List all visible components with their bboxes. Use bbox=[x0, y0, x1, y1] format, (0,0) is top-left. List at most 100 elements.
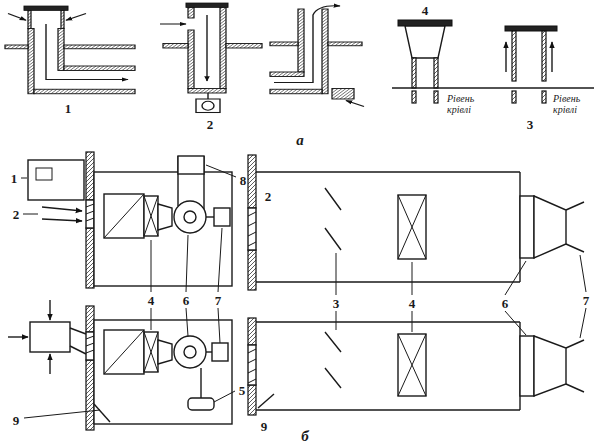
supply-chamber-section-bottom-part bbox=[398, 334, 426, 396]
shaft-figure-1-part bbox=[61, 11, 64, 29]
supply-chamber-plan-bottom-part bbox=[94, 404, 110, 422]
supply-chamber-section-top-part bbox=[325, 188, 341, 250]
supply-chamber-plan-bottom-part bbox=[94, 320, 232, 424]
supply-chamber-plan-bottom-part bbox=[86, 336, 94, 353]
supply-chamber-plan-top bbox=[21, 152, 236, 292]
supply-chamber-plan-top-part bbox=[23, 214, 38, 215]
supply-chamber-plan-top-part bbox=[151, 228, 222, 292]
supply-chamber-plan-top-part bbox=[214, 208, 230, 226]
shaft-figure-3-part bbox=[322, 9, 328, 94]
supply-chamber-section-bottom-part bbox=[534, 336, 566, 396]
shaft-figure-2-part bbox=[207, 93, 208, 99]
callout-number: 9 bbox=[261, 420, 268, 433]
figure-number: 2 bbox=[207, 118, 214, 131]
supply-chamber-plan-bottom-part bbox=[151, 308, 220, 343]
callout-number: 6 bbox=[183, 294, 190, 307]
supply-chamber-section-top-part bbox=[534, 196, 566, 258]
shaft-figure-3-part bbox=[328, 42, 362, 46]
callout-number: 3 bbox=[333, 297, 340, 310]
shaft-figure-1-part bbox=[66, 14, 86, 21]
supply-chamber-plan-top-part bbox=[144, 196, 158, 236]
rooftop-head-deflector-part bbox=[398, 20, 452, 26]
supply-chamber-section-top-part bbox=[256, 172, 520, 282]
supply-chamber-section-bottom-part bbox=[248, 385, 256, 415]
callout-number: 2 bbox=[13, 208, 20, 221]
shaft-figure-1-part bbox=[34, 89, 135, 94]
supply-chamber-section-bottom-part bbox=[336, 308, 586, 338]
supply-chamber-plan-bottom-part bbox=[200, 368, 201, 398]
supply-chamber-section-top-part bbox=[566, 202, 584, 252]
supply-chamber-section-bottom-part bbox=[566, 340, 584, 392]
supply-chamber-plan-top-part bbox=[178, 156, 204, 174]
rooftop-head-open-part bbox=[542, 91, 546, 103]
callout-number: 1 bbox=[11, 172, 18, 185]
shaft-figure-3-part bbox=[332, 89, 354, 100]
shaft-figure-2-part bbox=[188, 8, 194, 19]
supply-chamber-plan-top-part bbox=[206, 165, 236, 177]
shaft-figure-1-part bbox=[58, 29, 64, 71]
shaft-figure-1 bbox=[5, 6, 135, 94]
callout-number: 4 bbox=[148, 294, 155, 307]
shaft-figure-2-part bbox=[186, 3, 228, 8]
shaft-figure-3-part bbox=[270, 89, 322, 94]
shaft-figure-2-part bbox=[196, 99, 220, 113]
shaft-figure-2-part bbox=[202, 101, 214, 110]
rooftop-head-open-part bbox=[512, 31, 516, 81]
rooftop-head-open-part bbox=[505, 42, 506, 72]
shaft-figure-2-part bbox=[163, 44, 188, 49]
callout-number: 6 bbox=[502, 297, 509, 310]
supply-chamber-plan-top-part bbox=[21, 178, 27, 179]
rooftop-head-deflector-part bbox=[412, 91, 416, 103]
rooftop-head-deflector-part bbox=[412, 58, 416, 88]
shaft-figure-2-part bbox=[188, 89, 226, 94]
supply-chamber-plan-top-part bbox=[94, 172, 232, 286]
supply-chamber-plan-top-part bbox=[158, 204, 172, 230]
supply-chamber-section-top-part bbox=[248, 155, 256, 208]
rooftop-head-open-part bbox=[542, 31, 546, 81]
rooftop-head-open bbox=[498, 26, 594, 103]
supply-chamber-plan-bottom-part bbox=[144, 332, 158, 372]
supply-chamber-section-bottom-part bbox=[248, 349, 256, 383]
supply-chamber-section-top-part bbox=[520, 196, 534, 258]
callout-number: 5 bbox=[239, 384, 246, 397]
supply-chamber-section-bottom bbox=[248, 308, 586, 415]
shaft-figure-2-part bbox=[220, 8, 226, 89]
shaft-figure-2-part bbox=[160, 23, 186, 24]
supply-chamber-plan-top-part bbox=[42, 207, 82, 211]
supply-chamber-section-top-part bbox=[336, 253, 586, 295]
shaft-figure-3-part bbox=[274, 6, 340, 83]
supply-chamber-plan-top-part bbox=[36, 168, 52, 180]
shaft-figure-1-part bbox=[64, 45, 135, 49]
callout-number: 7 bbox=[215, 294, 222, 307]
supply-chamber-section-bottom-part bbox=[325, 332, 341, 388]
figure-letter: а bbox=[296, 133, 304, 148]
shaft-figure-1-part bbox=[5, 45, 28, 49]
callout-number: 4 bbox=[422, 4, 429, 17]
shaft-figure-1-part bbox=[64, 66, 135, 71]
supply-chamber-section-top-part bbox=[398, 195, 426, 259]
supply-chamber-section-bottom-part bbox=[520, 336, 534, 396]
supply-chamber-plan-bottom-part bbox=[214, 391, 235, 402]
supply-chamber-plan-bottom-part bbox=[86, 306, 94, 332]
supply-chamber-section-top-part bbox=[248, 250, 256, 290]
callout-number: 4 bbox=[409, 297, 416, 310]
supply-chamber-plan-bottom-part bbox=[184, 346, 196, 358]
supply-chamber-plan-bottom-part bbox=[30, 322, 70, 352]
supply-chamber-plan-top-part bbox=[184, 211, 196, 223]
shaft-figure-1-part bbox=[28, 29, 34, 94]
roof-level-note: Рівень крівлі bbox=[447, 93, 497, 115]
figure-letter: б bbox=[301, 428, 309, 443]
shaft-figure-3-part bbox=[270, 42, 298, 46]
rooftop-head-deflector-part bbox=[434, 91, 438, 103]
shaft-figure-1-part bbox=[46, 24, 128, 80]
supply-chamber-plan-bottom bbox=[8, 300, 235, 430]
supply-chamber-section-bottom-part bbox=[398, 334, 426, 396]
supply-chamber-plan-top-part bbox=[86, 152, 94, 200]
shaft-figure-2-part bbox=[226, 44, 262, 49]
supply-chamber-plan-bottom-part bbox=[86, 360, 94, 430]
rooftop-head-deflector-part bbox=[434, 58, 438, 88]
rooftop-head-deflector-part bbox=[405, 26, 445, 58]
figure-number: 3 bbox=[527, 118, 534, 131]
supply-chamber-plan-bottom-part bbox=[49, 354, 50, 374]
callout-number: 9 bbox=[13, 414, 20, 427]
